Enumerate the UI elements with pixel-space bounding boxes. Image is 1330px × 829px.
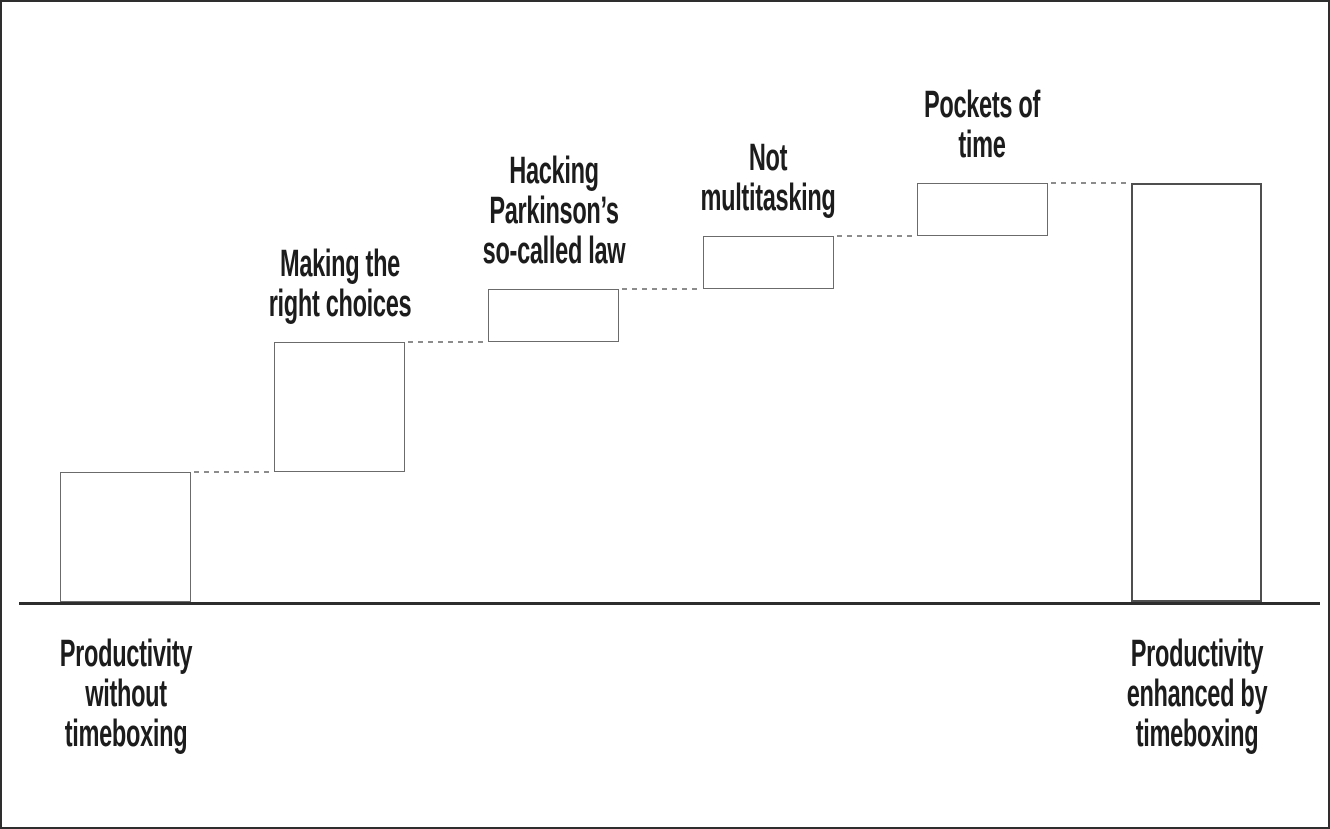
label-line-productivity-without-timeboxing-0: Productivity — [59, 633, 192, 675]
label-line-productivity-enhanced-by-timeboxing-1: enhanced by — [1126, 673, 1267, 715]
label-line-productivity-enhanced-by-timeboxing-2: timeboxing — [1135, 713, 1258, 755]
baseline-axis — [19, 602, 1320, 605]
label-line-productivity-enhanced-by-timeboxing-0: Productivity — [1130, 633, 1263, 675]
bar-pockets-of-time — [916, 183, 1048, 236]
connector-dashed-1 — [194, 471, 272, 473]
connector-dashed-5 — [1050, 182, 1128, 184]
label-line-making-the-right-choices-1: right choices — [268, 283, 411, 325]
label-line-pockets-of-time-1: time — [958, 124, 1007, 166]
bar-productivity-enhanced-by-timeboxing — [1131, 183, 1262, 602]
label-line-not-multitasking-1: multitasking — [700, 177, 836, 219]
connector-dashed-4 — [836, 235, 914, 237]
label-line-productivity-without-timeboxing-2: timeboxing — [64, 713, 187, 755]
connector-dashed-3 — [622, 288, 700, 290]
label-line-productivity-without-timeboxing-1: without — [84, 673, 167, 715]
label-line-pockets-of-time-0: Pockets of — [924, 84, 1041, 126]
bar-productivity-without-timeboxing — [60, 472, 191, 602]
label-line-not-multitasking-0: Not — [748, 137, 788, 179]
bar-not-multitasking — [702, 236, 834, 289]
label-line-making-the-right-choices-0: Making the — [279, 243, 400, 285]
bar-hacking-parkinsons-law — [488, 289, 620, 342]
label-line-hacking-parkinsons-law-1: Parkinson’s — [489, 190, 619, 232]
label-line-hacking-parkinsons-law-2: so-called law — [482, 230, 626, 272]
bar-making-the-right-choices — [274, 342, 406, 472]
label-line-hacking-parkinsons-law-0: Hacking — [509, 150, 599, 192]
connector-dashed-2 — [408, 341, 486, 343]
